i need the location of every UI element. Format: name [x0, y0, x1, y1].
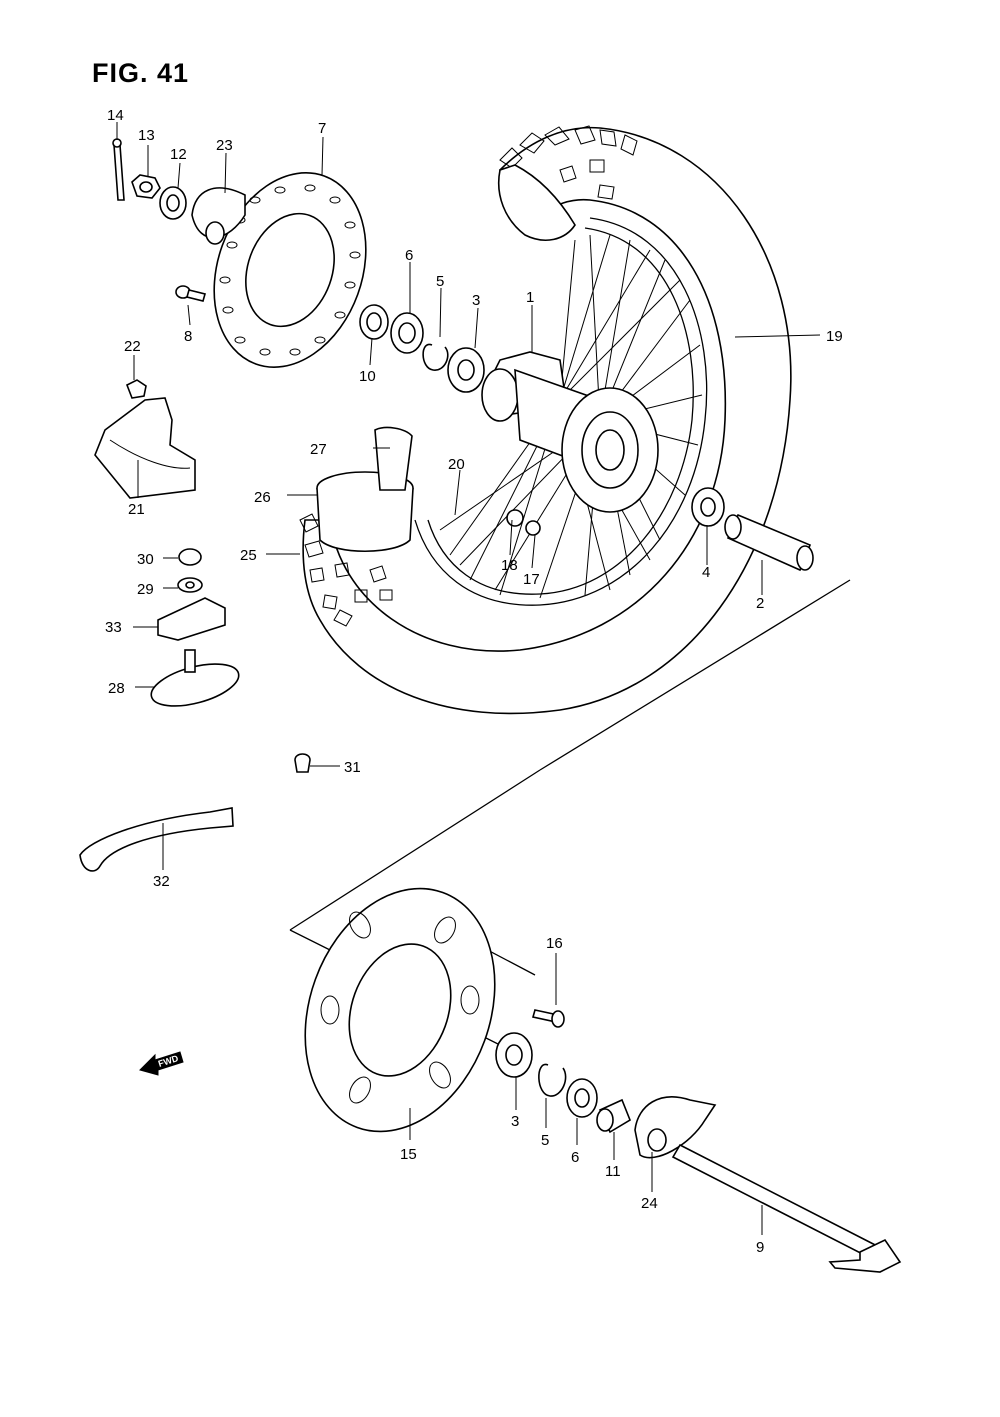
part-label: 16: [546, 935, 563, 952]
circlip-5b-drawing: [538, 1064, 567, 1097]
sprocket-drawing: [304, 887, 496, 1133]
part-label: 15: [400, 1146, 417, 1163]
bolt-22-drawing: [125, 379, 147, 399]
part-label: 12: [170, 146, 187, 163]
bearing-3-drawing: [447, 347, 485, 393]
part-label: 30: [137, 551, 154, 568]
part-label: 21: [128, 501, 145, 518]
part-label: 19: [826, 328, 843, 345]
part-label: 14: [107, 107, 124, 124]
pad-33-drawing: [157, 597, 226, 641]
part-label: 27: [310, 441, 327, 458]
part-label: 29: [137, 581, 154, 598]
nut-30-drawing: [178, 548, 202, 566]
part-label: 20: [448, 456, 465, 473]
tube-drawing: [316, 426, 414, 552]
spacer-10-drawing: [359, 304, 389, 340]
chain-adjuster-24-drawing: [634, 1096, 717, 1159]
part-label: 33: [105, 619, 122, 636]
bearing-4-drawing: [691, 487, 725, 527]
part-label: 5: [436, 273, 444, 290]
leader-lines: [116, 122, 821, 1235]
part-label: 17: [523, 571, 540, 588]
brake-disc-drawing: [213, 172, 367, 368]
part-label: 32: [153, 873, 170, 890]
part-label: 31: [344, 759, 361, 776]
part-label: 23: [216, 137, 233, 154]
rim-lock-drawing: [150, 649, 240, 707]
part-label: 13: [138, 127, 155, 144]
part-label: 6: [405, 247, 413, 264]
part-label: 1: [526, 289, 534, 306]
part-label: 3: [472, 292, 480, 309]
part-label: 10: [359, 368, 376, 385]
part-label: 6: [571, 1149, 579, 1166]
hub-drawing: [481, 351, 659, 513]
part-label: 24: [641, 1195, 658, 1212]
part-label: 7: [318, 120, 326, 137]
oil-seal-6-drawing: [390, 312, 424, 354]
axle-drawing: [671, 1143, 902, 1273]
part-label: 28: [108, 680, 125, 697]
spoke-wrench-drawing: [79, 807, 234, 872]
part-label: 25: [240, 547, 257, 564]
part-label: 8: [184, 328, 192, 345]
part-label: 9: [756, 1239, 764, 1256]
chain-adjuster-drawing: [191, 187, 246, 245]
cotter-pin-drawing: [112, 138, 125, 201]
part-labels: 1 2 3 4 5 6 7 8 9 10 11 12 13 14 15 16 1…: [105, 107, 843, 1256]
part-label: 26: [254, 489, 271, 506]
spoke-nipple-drawing: [506, 509, 541, 536]
washer-29-drawing: [177, 577, 203, 593]
cap-31-drawing: [294, 753, 311, 773]
part-label: 18: [501, 557, 518, 574]
part-label: 11: [605, 1163, 621, 1180]
oil-seal-6b-drawing: [566, 1078, 598, 1118]
part-label: 22: [124, 338, 141, 355]
part-label: 4: [702, 564, 710, 581]
bearing-3b-drawing: [495, 1032, 533, 1078]
washer-drawing: [159, 186, 187, 220]
part-label: 2: [756, 595, 764, 612]
disc-bolt-drawing: [175, 285, 206, 302]
spacer-11-drawing: [596, 1098, 631, 1134]
sprocket-bolt-drawing: [531, 1009, 565, 1028]
figure-title: FIG. 41: [92, 58, 190, 88]
spacer-2-drawing: [724, 513, 814, 572]
part-label: 3: [511, 1113, 519, 1130]
disc-guard-drawing: [94, 397, 196, 499]
part-label: 5: [541, 1132, 549, 1149]
fwd-arrow-icon: FWD: [139, 1051, 184, 1076]
circlip-5-drawing: [422, 343, 449, 371]
axle-nut-drawing: [131, 174, 161, 199]
